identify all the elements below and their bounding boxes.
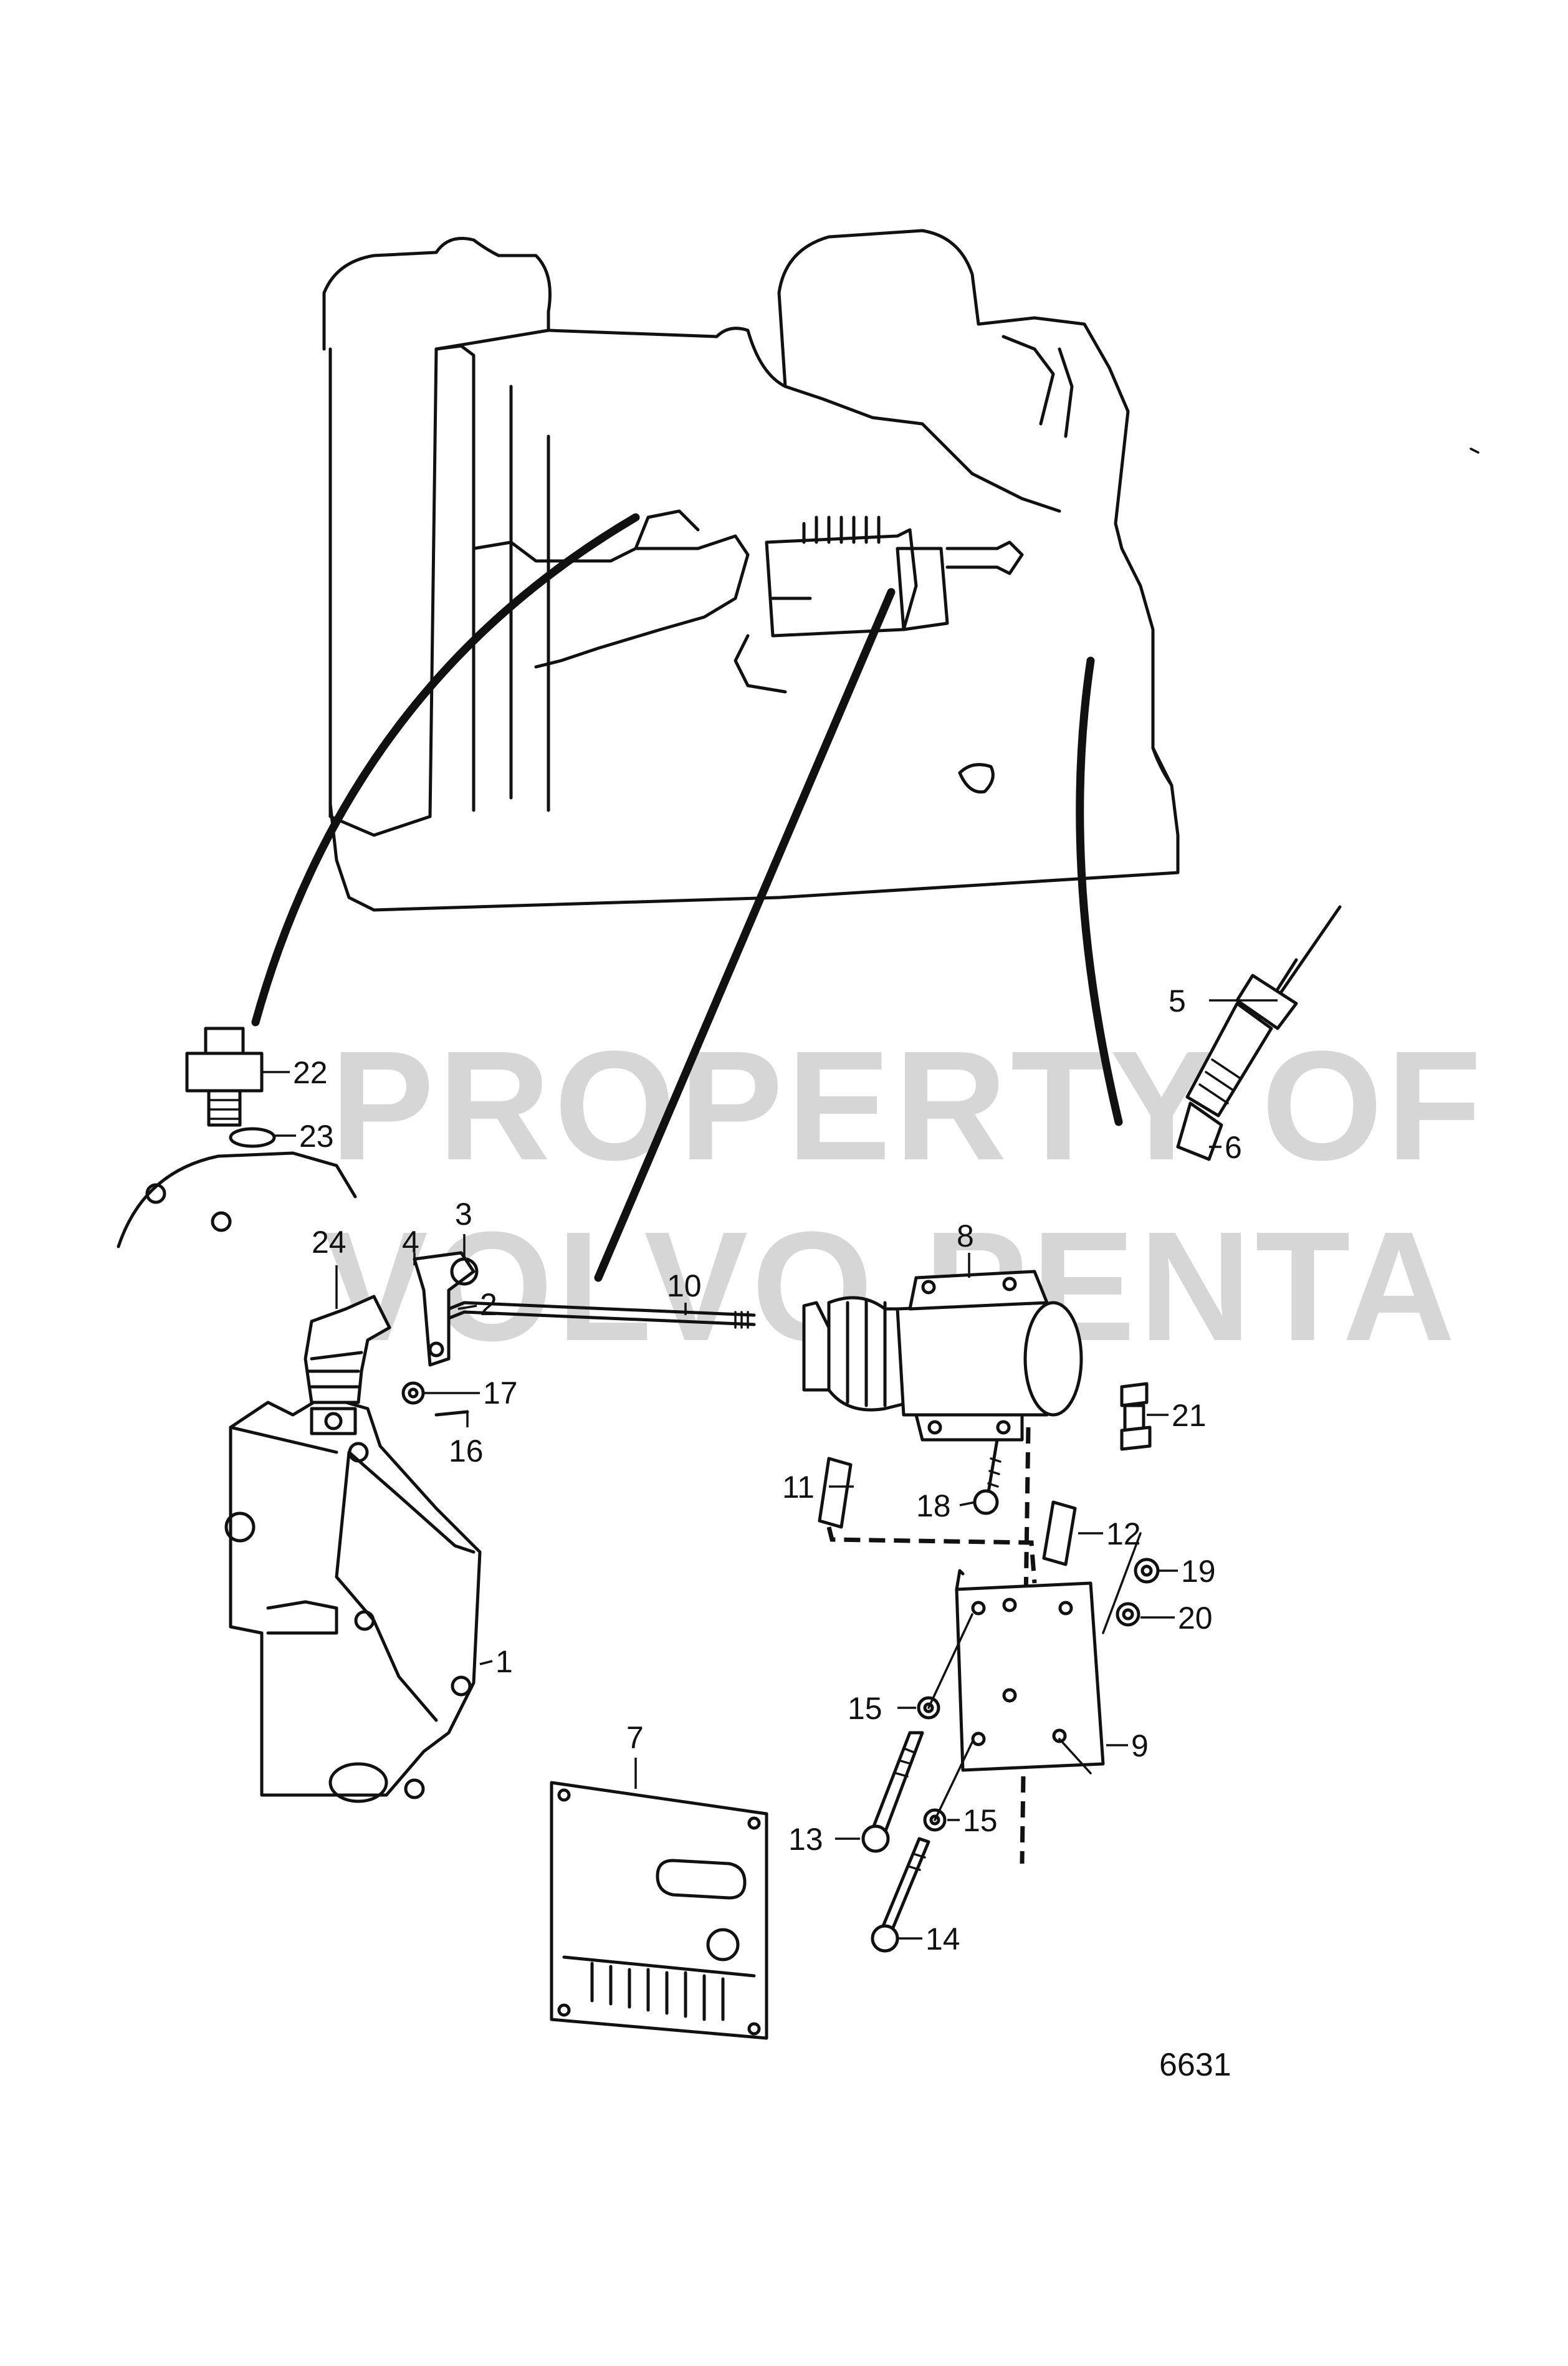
part-19-nut [1134, 1558, 1160, 1584]
callout-22: 22 [293, 1055, 328, 1090]
bolt-guide-line-2 [934, 1741, 973, 1821]
callout-14: 14 [925, 1922, 960, 1957]
callout-8: 8 [957, 1219, 974, 1253]
engine-outline [322, 229, 1180, 912]
callout-15-lower: 15 [963, 1803, 998, 1838]
callout-21: 21 [1172, 1398, 1207, 1433]
arrow-sensor-5 [1076, 656, 1123, 1126]
part-20-washer [1116, 1602, 1140, 1627]
arrow-solenoid-8 [594, 588, 896, 1282]
bolt-guide-line-1 [927, 1613, 973, 1709]
callout-13: 13 [788, 1822, 823, 1857]
housing-fragment [117, 1151, 357, 1248]
speck-mark [1470, 448, 1480, 454]
part-24-connector [304, 1295, 391, 1435]
part-8-solenoid [802, 1270, 1083, 1442]
callout-20: 20 [1178, 1601, 1213, 1636]
part-18-screw [973, 1438, 1002, 1515]
callout-9: 9 [1131, 1728, 1149, 1763]
callout-24: 24 [312, 1225, 347, 1260]
part-23-washer [229, 1127, 276, 1148]
part-1-housing [224, 1394, 482, 1803]
part-9-plate [955, 1532, 1142, 1772]
callout-7: 7 [626, 1720, 644, 1755]
alignment-lines [826, 1427, 1037, 1864]
part-14-bolt [871, 1837, 930, 1953]
part-16-pin [434, 1410, 469, 1417]
callout-labels: 22 23 5 6 24 4 3 2 10 8 17 16 1 11 12 18… [293, 984, 1242, 1957]
callout-16: 16 [449, 1434, 484, 1468]
watermark-line-1: PROPERTY OF [330, 1018, 1485, 1192]
callout-15-upper: 15 [848, 1691, 882, 1726]
callout-17: 17 [483, 1376, 518, 1410]
callout-12: 12 [1106, 1516, 1141, 1551]
part-12-pin [1042, 1500, 1077, 1566]
callout-6: 6 [1225, 1130, 1242, 1165]
callout-2: 2 [480, 1287, 497, 1322]
location-arrows [251, 513, 1123, 1282]
part-11-pin [818, 1457, 853, 1529]
callout-23: 23 [299, 1119, 334, 1154]
callout-19: 19 [1181, 1554, 1216, 1589]
callout-4: 4 [402, 1225, 419, 1260]
part-7-control-unit [550, 1781, 768, 2040]
part-22-sensor [185, 1027, 264, 1127]
callout-1: 1 [495, 1644, 513, 1679]
callout-11: 11 [782, 1470, 815, 1505]
figure-number: 6631 [1159, 2047, 1231, 2083]
watermark: PROPERTY OF VOLVO PENTA [324, 1018, 1485, 1373]
callout-leaders [262, 999, 1278, 1940]
part-17-washer [401, 1381, 425, 1405]
part-13-bolt [861, 1731, 924, 1853]
callout-18: 18 [916, 1488, 951, 1523]
callout-3: 3 [455, 1197, 472, 1232]
part-5-6-sensor [1176, 905, 1342, 1161]
arrow-sensor-22 [251, 513, 640, 1027]
callout-10: 10 [667, 1268, 702, 1303]
bolt-guide-line-3 [1058, 1738, 1092, 1775]
callout-5: 5 [1169, 984, 1186, 1018]
part-21-bolt [1120, 1382, 1152, 1451]
